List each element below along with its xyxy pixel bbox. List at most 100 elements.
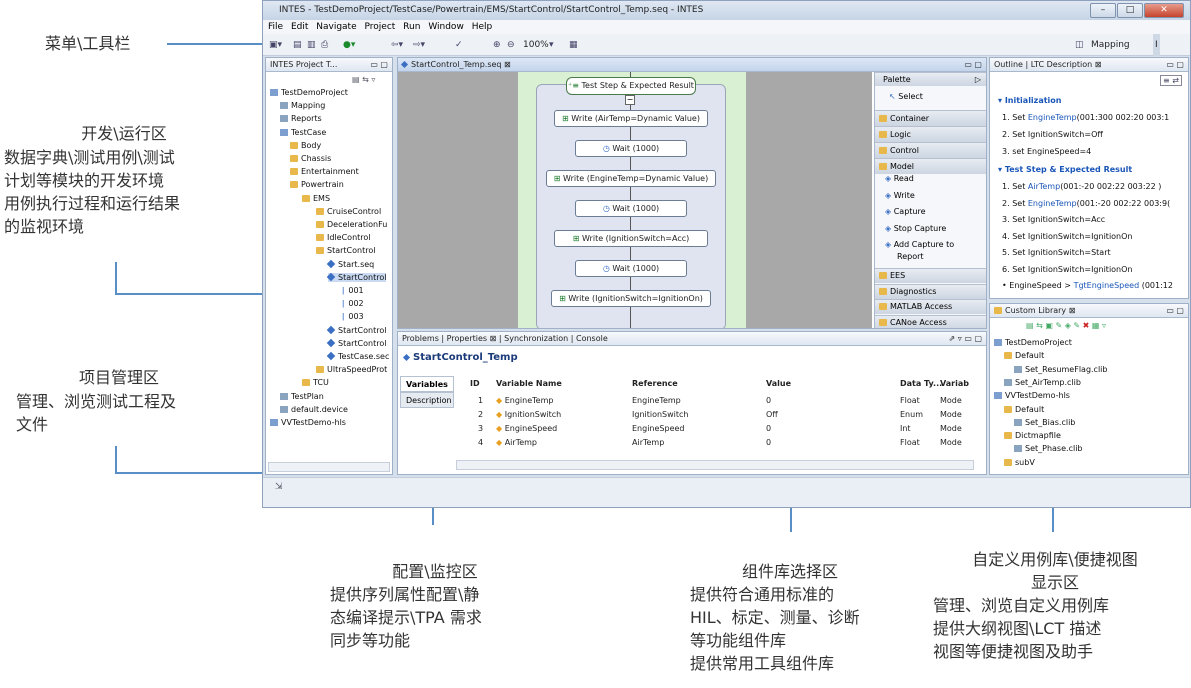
collapse-toggle-icon[interactable]: −: [625, 95, 635, 105]
menu-navigate[interactable]: Navigate: [316, 22, 357, 32]
collapse-all-icon[interactable]: ▤ ⇆ ▿: [352, 75, 376, 84]
tree-item[interactable]: Mapping: [280, 101, 325, 110]
zoom-in-icon[interactable]: ⊕: [493, 40, 501, 50]
sequence-step[interactable]: ◷ Wait (1000): [575, 200, 687, 217]
tree-item[interactable]: TCU: [302, 378, 329, 387]
ltc-tab[interactable]: LTC Description: [1030, 60, 1093, 69]
ltc-section[interactable]: ▾ Initialization: [998, 96, 1062, 105]
perspective-mapping[interactable]: Mapping: [1091, 40, 1130, 50]
library-toolbar[interactable]: ▤ ⇆ ▣ ✎ ◈ ✎ ✖ ▦ ▿: [1026, 321, 1107, 330]
tree-item[interactable]: TestCase: [280, 128, 326, 137]
horizontal-scrollbar[interactable]: [268, 462, 390, 472]
print-icon[interactable]: ⎙: [321, 40, 329, 50]
palette-group[interactable]: Diagnostics: [875, 283, 986, 299]
sequence-step[interactable]: ⊞ Write (IgnitionSwitch=Acc): [554, 230, 708, 247]
variables-tab[interactable]: Variables: [400, 376, 454, 392]
palette-item[interactable]: ◈ Add Capture to: [885, 240, 955, 249]
tab-properties[interactable]: Properties: [446, 334, 488, 343]
library-item[interactable]: Set_Bias.clib: [1014, 418, 1075, 427]
horizontal-scrollbar[interactable]: [456, 460, 974, 470]
tree-item[interactable]: default.device: [280, 405, 348, 414]
tree-item[interactable]: StartControl: [316, 246, 375, 255]
column-header[interactable]: Reference: [632, 379, 678, 388]
library-item[interactable]: Set_ResumeFlag.clib: [1014, 365, 1107, 374]
palette-item[interactable]: Report: [897, 252, 924, 261]
column-header[interactable]: ID: [470, 379, 480, 388]
tree-item[interactable]: EMS: [302, 194, 330, 203]
column-header[interactable]: Data Ty...: [900, 379, 943, 388]
library-item[interactable]: Dictmapfile: [1004, 431, 1061, 440]
tree-item[interactable]: StartControl: [326, 338, 386, 348]
palette-select[interactable]: ↖ Select: [889, 92, 923, 101]
palette-header[interactable]: Palette▷: [875, 72, 986, 86]
tree-item[interactable]: Entertainment: [290, 167, 359, 176]
palette-item[interactable]: ◈ Write: [885, 190, 915, 200]
minimize-button[interactable]: –: [1090, 3, 1116, 18]
tree-item[interactable]: Start.seq: [326, 259, 374, 269]
project-explorer-tab[interactable]: INTES Project T...▭ ▢: [266, 58, 392, 72]
tab-problems[interactable]: Problems: [402, 334, 439, 343]
menu-edit[interactable]: Edit: [290, 22, 309, 32]
run-icon[interactable]: ●▾: [343, 40, 356, 50]
tree-item[interactable]: UltraSpeedProt: [316, 365, 387, 374]
sequence-step[interactable]: ⊞ Write (EngineTemp=Dynamic Value): [546, 170, 716, 187]
menu-run[interactable]: Run: [403, 22, 421, 32]
tree-item[interactable]: Chassis: [290, 154, 331, 163]
menu-window[interactable]: Window: [428, 22, 464, 32]
tree-item[interactable]: StartControl: [326, 325, 386, 335]
save-icon[interactable]: ▤: [293, 40, 302, 50]
maximize-button[interactable]: □: [1117, 3, 1143, 18]
palette-group[interactable]: Container: [875, 110, 986, 126]
column-header[interactable]: Variable Name: [496, 379, 562, 388]
editor-tab[interactable]: StartControl_Temp.seq ⊠▭ ▢: [398, 58, 986, 72]
palette-group[interactable]: Control: [875, 142, 986, 158]
toggle-icon[interactable]: ≡ ⇄: [1160, 75, 1182, 86]
library-item[interactable]: VVTestDemo-hls: [994, 391, 1070, 400]
perspective-icon[interactable]: ◫: [1075, 40, 1084, 50]
palette-group[interactable]: Logic: [875, 126, 986, 142]
tree-item[interactable]: Body: [290, 141, 321, 150]
tab-synchronization[interactable]: Synchronization: [504, 334, 569, 343]
check-icon[interactable]: ✓: [455, 40, 463, 50]
palette-item[interactable]: ◈ Read: [885, 174, 914, 183]
new-icon[interactable]: ▣▾: [269, 40, 283, 50]
library-item[interactable]: subV: [1004, 458, 1035, 467]
tree-item[interactable]: Powertrain: [290, 180, 344, 189]
column-header[interactable]: Variab: [940, 379, 969, 388]
library-item[interactable]: TestDemoProject: [994, 338, 1072, 347]
outline-tabs[interactable]: Outline | LTC Description ⊠▭ ▢: [990, 58, 1188, 72]
palette-item[interactable]: ◈ Stop Capture: [885, 223, 947, 233]
sequence-step[interactable]: ⊞ Write (IgnitionSwitch=IgnitionOn): [551, 290, 711, 307]
library-item[interactable]: Set_Phase.clib: [1014, 444, 1083, 453]
tree-item[interactable]: Reports: [280, 114, 322, 123]
tree-item[interactable]: VVTestDemo-hls: [270, 418, 346, 427]
column-header[interactable]: Value: [766, 379, 792, 388]
grid-icon[interactable]: ▦: [569, 40, 578, 50]
palette-item[interactable]: ◈ Capture: [885, 207, 926, 216]
tree-item[interactable]: TestPlan: [280, 392, 324, 401]
zoom-level[interactable]: 100%: [523, 40, 549, 50]
save-all-icon[interactable]: ▥: [307, 40, 316, 50]
zoom-out-icon[interactable]: ⊖: [507, 40, 515, 50]
menu-help[interactable]: Help: [471, 22, 493, 32]
group-header[interactable]: ⁺≡ Test Step & Expected Result: [566, 77, 696, 95]
tree-item[interactable]: DecelerationFu: [316, 220, 387, 229]
close-button[interactable]: ✕: [1144, 3, 1184, 18]
library-item[interactable]: Default: [1004, 351, 1044, 360]
palette-group[interactable]: Model: [875, 158, 986, 174]
sequence-step[interactable]: ◷ Wait (1000): [575, 260, 687, 277]
menu-project[interactable]: Project: [364, 22, 396, 32]
sequence-step[interactable]: ⊞ Write (AirTemp=Dynamic Value): [554, 110, 708, 127]
menu-file[interactable]: File: [268, 22, 284, 32]
tree-item[interactable]: TestCase.sec: [326, 351, 389, 361]
tree-item[interactable]: CruiseControl: [316, 207, 381, 216]
tab-console[interactable]: Console: [575, 334, 608, 343]
tree-item[interactable]: IdleControl: [316, 233, 371, 242]
palette-group[interactable]: MATLAB Access: [875, 299, 986, 314]
palette-group[interactable]: CANoe Access: [875, 314, 986, 328]
forward-icon[interactable]: ⇨▾: [413, 40, 426, 50]
custom-library-tab[interactable]: Custom Library ⊠▭ ▢: [990, 304, 1188, 318]
